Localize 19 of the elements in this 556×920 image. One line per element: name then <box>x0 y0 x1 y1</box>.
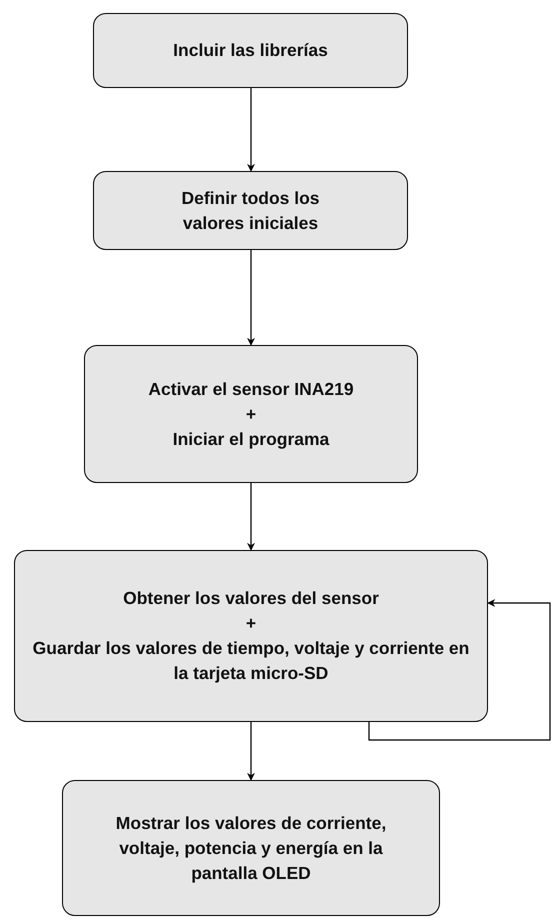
arrow <box>247 483 255 551</box>
process-text: Iniciar el programa <box>172 428 330 451</box>
process-text: Activar el sensor INA219 <box>148 378 354 400</box>
process-text: Mostrar los valores de corriente, voltaje, potencia y energía en la pantalla OLED <box>114 812 388 885</box>
arrow <box>247 722 255 781</box>
process-text: + <box>246 612 256 635</box>
process-text: Guardar los valores de tiempo, voltaje y corriente en la tarjeta micro-SD <box>32 637 470 685</box>
process-text: Obtener los valores del sensor <box>123 587 379 610</box>
arrow <box>247 250 255 346</box>
process-text: Definir todos los valores iniciales <box>180 186 321 234</box>
process-text: + <box>246 402 256 426</box>
process-box <box>84 345 418 483</box>
arrow <box>247 88 255 172</box>
process-box <box>14 550 488 722</box>
process-box <box>93 13 408 88</box>
process-box <box>62 780 440 916</box>
process-text: Incluir las librerías <box>173 39 328 62</box>
process-box <box>93 171 408 250</box>
arrow <box>368 599 551 741</box>
